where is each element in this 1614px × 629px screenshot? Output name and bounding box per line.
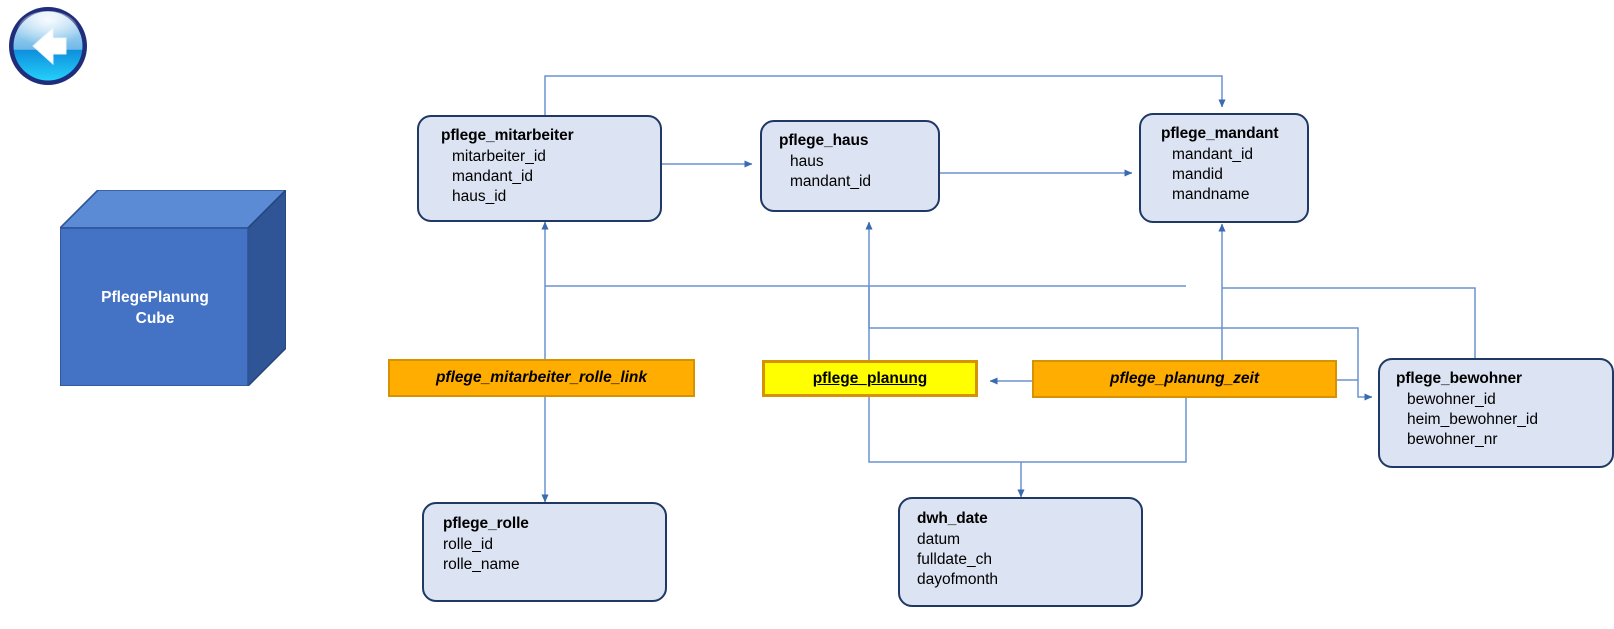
entity-field: bewohner_nr [1407, 431, 1498, 449]
pflegeplanung-cube[interactable] [60, 190, 286, 386]
entity-pflege-bewohner[interactable]: pflege_bewohner bewohner_id heim_bewohne… [1378, 358, 1614, 468]
entity-title: dwh_date [917, 510, 988, 527]
entity-field: heim_bewohner_id [1407, 410, 1538, 428]
entity-field: mitarbeiter_id [452, 147, 546, 165]
rel-planungzeit-dwhdate [1021, 397, 1187, 463]
rel-planungzeit-bewohner-arrow [1357, 380, 1373, 401]
entity-title: pflege_mandant [1161, 125, 1279, 142]
entity-pflege-mandant[interactable]: pflege_mandant mandant_id mandid mandnam… [1139, 113, 1309, 223]
entity-title: pflege_mitarbeiter [441, 127, 574, 144]
entity-field: mandant_id [1172, 145, 1254, 163]
rel-planung-dwhdate [868, 397, 1025, 498]
rel-bewohner-mandant [1222, 287, 1476, 359]
entity-field: haus [790, 152, 824, 170]
fact-label: pflege_planung_zeit [1110, 370, 1259, 387]
entity-field: mandant_id [790, 172, 872, 190]
entity-field: mandant_id [452, 167, 534, 185]
bus-lower [868, 286, 1186, 329]
entity-title: pflege_rolle [443, 515, 529, 532]
fact-pflege-planung[interactable]: pflege_planung [762, 360, 978, 397]
entity-field: haus_id [452, 188, 507, 206]
entity-field: mandname [1172, 186, 1250, 204]
entity-title: pflege_bewohner [1396, 370, 1522, 387]
entity-field: bewohner_id [1407, 390, 1496, 408]
fact-label: pflege_mitarbeiter_rolle_link [435, 369, 648, 386]
entity-pflege-rolle[interactable]: pflege_rolle rolle_id rolle_name [422, 502, 667, 602]
back-button[interactable] [6, 4, 90, 88]
entity-pflege-mitarbeiter[interactable]: pflege_mitarbeiter mitarbeiter_id mandan… [417, 115, 662, 222]
entity-field: rolle_id [443, 535, 493, 553]
left-arrow-icon[interactable] [6, 4, 90, 88]
entity-pflege-haus[interactable]: pflege_haus haus mandant_id [760, 120, 940, 212]
fact-pflege-mitarbeiter-rolle-link[interactable]: pflege_mitarbeiter_rolle_link [388, 359, 695, 397]
entity-field: dayofmonth [917, 571, 998, 589]
entity-field: rolle_name [443, 555, 520, 573]
rel-mitarbeiter-mandant [544, 75, 1226, 115]
entity-field: mandid [1172, 165, 1223, 183]
fact-pflege-planung-zeit[interactable]: pflege_planung_zeit [1032, 360, 1337, 398]
entity-dwh-date[interactable]: dwh_date datum fulldate_ch dayofmonth [898, 497, 1143, 607]
fact-label: pflege_planung [812, 369, 928, 387]
entity-field: datum [917, 530, 961, 548]
entity-title: pflege_haus [779, 132, 869, 149]
entity-field: fulldate_ch [917, 550, 992, 568]
